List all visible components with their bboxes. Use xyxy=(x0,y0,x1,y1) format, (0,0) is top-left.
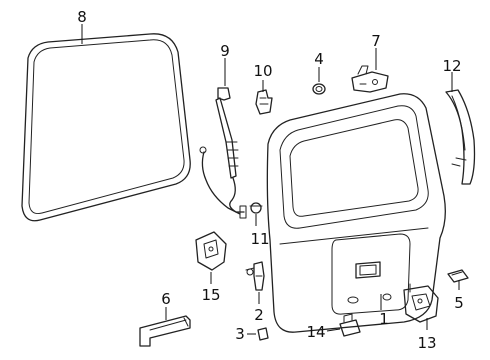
callout-11: 11 xyxy=(250,230,269,248)
callout-1: 1 xyxy=(379,310,389,328)
retainer-clip xyxy=(245,261,265,291)
callout-2: 2 xyxy=(254,306,264,324)
liftgate-hinge xyxy=(351,65,389,93)
callout-10: 10 xyxy=(253,62,272,80)
strut-bracket xyxy=(255,89,273,115)
hinge-bolt xyxy=(249,202,263,214)
callout-12: 12 xyxy=(442,57,461,75)
callout-5: 5 xyxy=(454,294,464,312)
callout-3: 3 xyxy=(235,325,245,343)
callout-labels: 1 2 3 4 5 6 7 8 9 10 11 12 13 14 15 xyxy=(77,8,464,352)
weatherstrip-seal xyxy=(21,33,191,222)
callout-9: 9 xyxy=(220,42,230,60)
callout-14: 14 xyxy=(306,323,325,341)
side-molding xyxy=(445,89,476,185)
lift-strut xyxy=(199,87,247,219)
callout-6: 6 xyxy=(161,290,171,308)
callout-7: 7 xyxy=(371,32,381,50)
release-switch xyxy=(447,269,469,283)
callout-15: 15 xyxy=(201,286,220,304)
reinforcement-bracket xyxy=(139,315,191,347)
striker xyxy=(339,313,361,337)
latch-bracket xyxy=(195,231,227,271)
leader-lines xyxy=(81,24,460,335)
liftgate-panel xyxy=(266,93,446,333)
latch-assembly xyxy=(403,283,439,323)
callout-4: 4 xyxy=(314,50,324,68)
ring-seal xyxy=(312,83,326,95)
fastener xyxy=(257,327,269,341)
callout-8: 8 xyxy=(77,8,87,26)
callout-13: 13 xyxy=(417,334,436,352)
